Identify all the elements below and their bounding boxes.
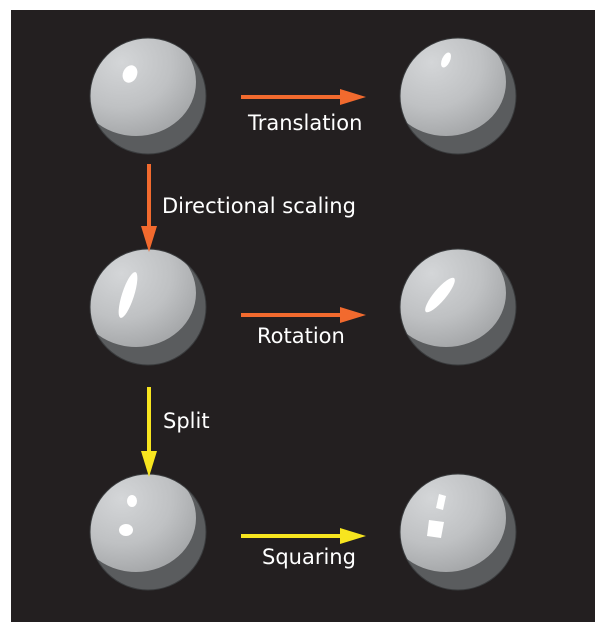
directional-scaling-arrow (141, 164, 157, 252)
rotation-arrow (241, 307, 366, 323)
directional-scaling-label: Directional scaling (162, 194, 356, 218)
translation-label: Translation (247, 111, 362, 135)
split-arrow (141, 387, 157, 477)
split-label: Split (163, 409, 210, 433)
highlight-spot-top (127, 495, 137, 507)
highlight-spot (441, 52, 451, 68)
squaring-arrow (241, 528, 366, 544)
highlight-square-bottom (427, 520, 444, 538)
translation-arrow (241, 89, 366, 105)
highlight-square-top (436, 494, 446, 510)
rotation-label: Rotation (257, 324, 345, 348)
highlight-spot (122, 65, 138, 83)
squaring-label: Squaring (262, 545, 356, 569)
highlight-spot (118, 272, 138, 318)
highlight-spot (425, 277, 455, 313)
highlight-spot-bottom (119, 524, 133, 536)
